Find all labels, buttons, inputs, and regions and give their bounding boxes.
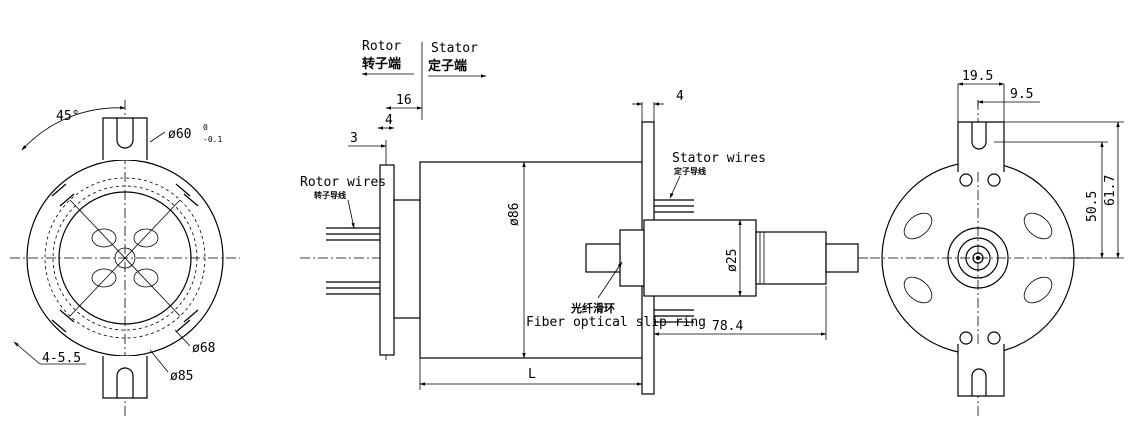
dim-19-5: 19.5 [962,69,993,84]
rotor-cn-label: 转子端 [362,56,401,72]
dim-78-4: 78.4 [712,319,743,334]
dia68-label: ø68 [192,341,215,356]
fiber-en-label: Fiber optical slip ring [526,315,706,330]
stator-wires-cn: 定子导线 [673,166,706,176]
dim-9-5: 9.5 [1010,87,1033,102]
hole-label: 4-5.5 [42,351,81,366]
stator-wires [654,199,694,323]
dim-3: 3 [350,131,358,146]
fiber-slip-ring [585,219,859,297]
dia85-label: ø85 [170,369,193,384]
dia86-label: ø86 [507,203,522,226]
fiber-cn-label: 光纤滑环 [570,301,615,315]
dim-16: 16 [396,93,412,108]
dim-L: L [528,367,536,382]
rotor-wires-cn: 转子导线 [314,190,346,200]
dia25-label: ø25 [725,249,740,272]
front-view: 45° ø60 0 -0.1 ø68 ø85 4-5.5 [10,100,240,418]
dia60-tol-upper: 0 [203,123,208,132]
stator-en-label: Stator [431,41,478,56]
wire-bundle-group [91,228,159,288]
dia60-label: ø60 [168,127,191,142]
stator-cn-label: 定子端 [427,58,467,74]
rotor-en-label: Rotor [362,39,401,54]
dia60-tol-lower: -0.1 [203,135,222,144]
rotor-wires-en: Rotor wires [300,175,386,190]
dim-4-right: 4 [676,89,684,104]
dim-50-5: 50.5 [1085,191,1100,222]
end-view: 19.5 9.5 50.5 61.7 [870,69,1124,418]
stator-wires-en: Stator wires [672,151,766,166]
end-wire-bundles [903,212,1053,304]
dim-61-7: 61.7 [1103,175,1118,206]
angle-label: 45° [56,109,79,124]
rotor-wires [326,227,380,295]
side-view: Rotor 转子端 Stator 定子端 16 4 3 4 [300,39,870,395]
dim-4: 4 [385,113,393,128]
